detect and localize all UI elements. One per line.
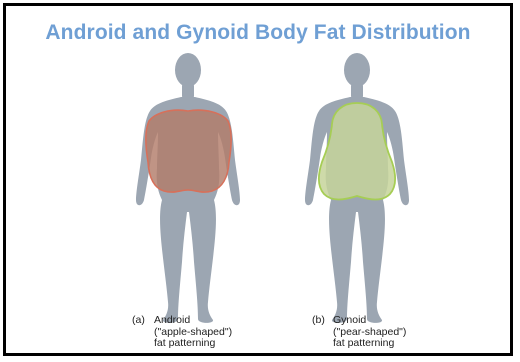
android-caption-line: Android [154, 315, 232, 327]
gynoid-caption-line: Gynoid [333, 315, 406, 327]
android-caption-tag: (a) [132, 315, 145, 327]
android-caption-line: fat patterning [154, 338, 232, 350]
gynoid-caption-tag: (b) [312, 315, 325, 327]
gynoid-caption-line: fat patterning [333, 338, 406, 350]
android-fat-region [146, 110, 231, 192]
